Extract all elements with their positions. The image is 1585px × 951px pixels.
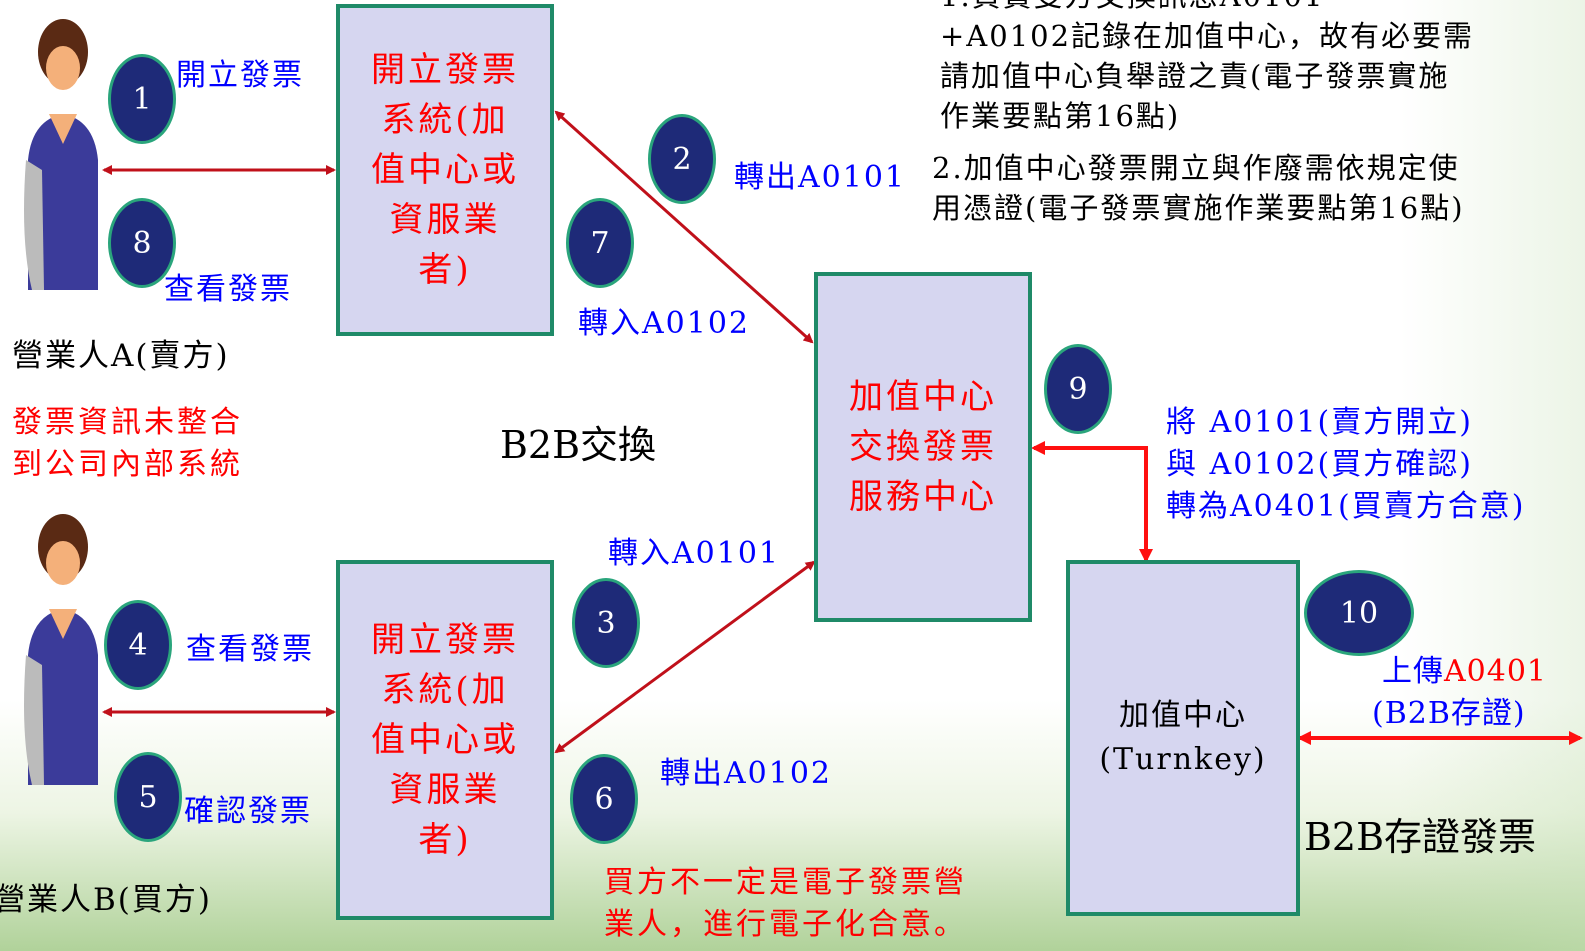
step-circle-3: 3 [572, 578, 640, 668]
arrow-center-to-turnkey [1031, 441, 1153, 563]
box-line: 資服業 [389, 200, 501, 240]
label-step-8: 查看發票 [164, 272, 292, 307]
label-step-4: 查看發票 [186, 632, 314, 667]
step9-line: 將 A0101(賣方開立) [1166, 405, 1473, 440]
person-a-label: 營業人A(賣方) [12, 338, 230, 374]
label-step-3: 轉入A0101 [608, 536, 781, 571]
label-step-2: 轉出A0101 [734, 160, 907, 195]
box-line: 值中心或 [371, 720, 519, 760]
note-line: 1.負責雙方交換訊息A0101 [940, 0, 1474, 16]
person-b-icon [24, 514, 98, 785]
step-circle-6: 6 [570, 754, 638, 844]
note-line: 2.加值中心發票開立與作廢需依規定使 [932, 151, 1460, 185]
b2b-exchange-label: B2B交換 [500, 423, 657, 467]
step-circle-10: 10 [1304, 570, 1414, 656]
step-circle-1: 1 [108, 54, 176, 144]
step-circle-7: 7 [566, 198, 634, 288]
step10-prefix: 上傳 [1382, 654, 1444, 689]
label-step-5: 確認發票 [184, 794, 312, 829]
label-step-10: 上傳A0401 [1382, 646, 1547, 690]
note-line: 作業要點第16點) [940, 99, 1181, 133]
background-edge [1400, 0, 1585, 951]
arrow-bottom-system-to-center [554, 560, 816, 754]
exchange-center-box: 加值中心 交換發票 服務中心 [814, 272, 1032, 622]
step-circle-9: 9 [1044, 344, 1112, 434]
step9-line: 與 A0102(買方確認) [1166, 447, 1473, 482]
box-line: 開立發票 [371, 620, 519, 660]
person-a-icon [24, 19, 98, 290]
step10-code: A0401 [1444, 654, 1548, 689]
b2b-archive-label: B2B存證發票 [1304, 815, 1537, 859]
label-step-10-sub: (B2B存證) [1372, 696, 1526, 731]
note-line: 買方不一定是電子發票營 [604, 865, 967, 900]
box-line: 系統(加 [381, 100, 509, 140]
issue-system-top-box: 開立發票 系統(加 值中心或 資服業 者) [336, 4, 554, 336]
label-step-7: 轉入A0102 [578, 306, 751, 341]
box-line: 者) [418, 250, 472, 290]
buyer-note: 買方不一定是電子發票營 業人，進行電子化合意。 [604, 862, 967, 946]
note-line: 請加值中心負舉證之責(電子發票實施 [940, 59, 1450, 93]
box-line: 值中心或 [371, 150, 519, 190]
label-step-6: 轉出A0102 [660, 756, 833, 791]
step-circle-4: 4 [104, 600, 172, 690]
step-circle-8: 8 [108, 198, 176, 288]
note-line: 發票資訊未整合 [12, 405, 243, 440]
note-line: 用憑證(電子發票實施作業要點第16點) [932, 191, 1465, 225]
step-circle-5: 5 [114, 752, 182, 842]
step9-line: 轉為A0401(買賣方合意) [1166, 489, 1526, 524]
box-line: 服務中心 [849, 477, 997, 517]
turnkey-box: 加值中心 (Turnkey) [1066, 560, 1300, 916]
label-step-1: 開立發票 [176, 58, 304, 93]
issue-system-bottom-box: 開立發票 系統(加 值中心或 資服業 者) [336, 560, 554, 920]
box-line: 系統(加 [381, 670, 509, 710]
not-integrated-note: 發票資訊未整合 到公司內部系統 [12, 402, 243, 486]
step-circle-2: 2 [648, 114, 716, 204]
note-line: +A0102記錄在加值中心，故有必要需 [940, 19, 1475, 53]
note-2: 2.加值中心發票開立與作廢需依規定使 用憑證(電子發票實施作業要點第16點) [932, 148, 1465, 228]
person-b-label: 營業人B(買方) [0, 882, 212, 918]
box-line: 加值中心 [1118, 698, 1247, 733]
box-line: 開立發票 [371, 50, 519, 90]
top-note: 1.負責雙方交換訊息A0101 +A0102記錄在加值中心，故有必要需 請加值中… [940, 0, 1474, 136]
box-line: (Turnkey) [1099, 742, 1267, 777]
box-line: 交換發票 [849, 427, 997, 467]
note-line: 到公司內部系統 [12, 447, 243, 482]
arrow-top-system-to-center [554, 110, 814, 344]
label-step-9: 將 A0101(賣方開立) 與 A0102(買方確認) 轉為A0401(買賣方合… [1166, 402, 1525, 528]
box-line: 者) [418, 820, 472, 860]
box-line: 加值中心 [849, 377, 997, 417]
note-line: 業人，進行電子化合意。 [604, 907, 967, 942]
box-line: 資服業 [389, 770, 501, 810]
